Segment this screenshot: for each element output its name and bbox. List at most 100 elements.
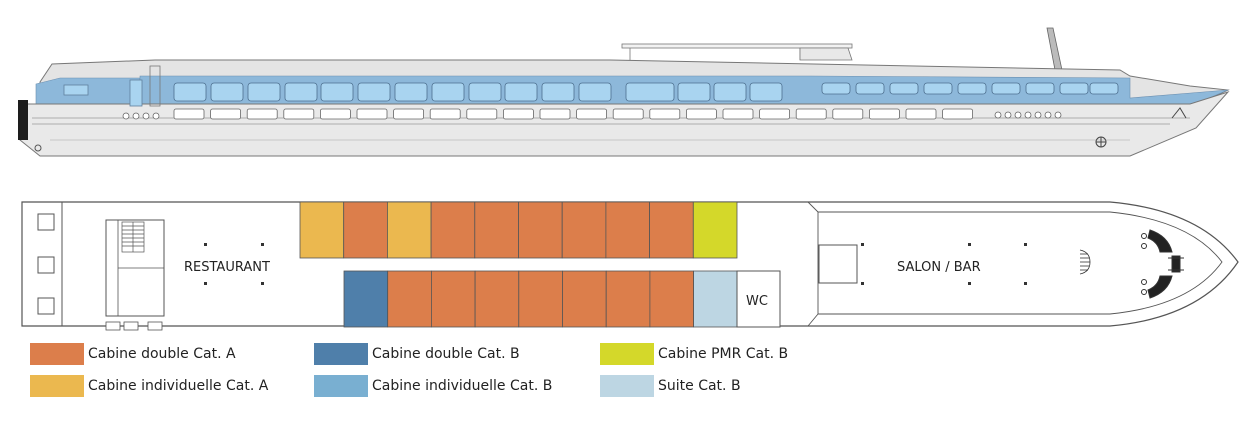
salon-window [1059,82,1089,95]
cabin-double-a [562,270,607,328]
bar-counter [818,244,858,284]
cabin-window [210,82,244,102]
stern-black [18,100,28,140]
porthole [1044,111,1052,119]
cabin-window [713,82,747,102]
cabin-window [468,82,502,102]
lower-window [429,108,461,120]
cabin-window [431,82,465,102]
cabin-window [320,82,354,102]
lower-window [722,108,754,120]
cabin-window [394,82,428,102]
legend-item-individuelle-b: Cabine individuelle Cat. B [314,375,552,397]
lower-window [393,108,425,120]
porthole [142,112,150,120]
restaurant-label: RESTAURANT [184,260,270,275]
legend-label: Cabine individuelle Cat. A [88,378,269,394]
porthole [1014,111,1022,119]
porthole [994,111,1002,119]
cabin-double-a [518,201,563,259]
porthole [152,112,160,120]
legend-swatch [314,375,368,397]
cabin-window [625,82,675,102]
salon-window [855,82,885,95]
salon-window [923,82,953,95]
legend-swatch [314,343,368,365]
cabin-double-a [649,201,694,259]
lower-window [356,108,388,120]
lower-window [869,108,900,120]
cabin-double-a [605,201,651,259]
salon-window [1089,82,1119,95]
staircase [121,221,145,253]
bow-machinery [1141,229,1184,299]
porthole [122,112,130,120]
porthole [1004,111,1012,119]
cabin-double-a [430,201,476,259]
lower-window [612,108,644,120]
cabin-individuelle-a [299,201,345,259]
porthole [1024,111,1032,119]
salon-window [957,82,987,95]
lower-window [466,108,498,120]
upper-windows [173,82,1119,102]
deck-plan: RESTAURANT WC SALON / BAR [21,201,1239,331]
legend-label: Cabine double Cat. B [372,346,520,362]
legend-label: Suite Cat. B [658,378,741,394]
wc-room [736,270,781,328]
salon-window [889,82,919,95]
lower-window [246,108,278,120]
legend-label: Cabine PMR Cat. B [658,346,789,362]
wc-label: WC [746,294,768,309]
lower-window [576,108,607,120]
cabin-window [247,82,281,102]
cabin-window [504,82,538,102]
spiral-staircase [1079,249,1091,275]
lower-window [502,108,534,120]
ship-profile [18,27,1230,157]
legend-swatch [30,375,84,397]
cabin-window [284,82,318,102]
cabin-row-top [299,201,738,259]
lower-window [649,108,681,120]
cabin-double-a [474,201,519,259]
portholes [122,111,1062,120]
cabin-suite-b [693,270,738,328]
lower-window [905,108,937,120]
lower-window [832,108,864,120]
cabin-double-a [430,270,476,328]
cabin-window [677,82,711,102]
legend-item-double-b: Cabine double Cat. B [314,343,520,365]
legend-item-individuelle-a: Cabine individuelle Cat. A [30,375,268,397]
lower-window [942,108,973,120]
legend-swatch [30,343,84,365]
cabin-window [578,82,612,102]
cabin-double-a [561,201,607,259]
legend-item-suite-b: Suite Cat. B [600,375,741,397]
lower-windows [173,108,973,120]
salon-label: SALON / BAR [897,260,981,275]
lower-window [319,108,351,120]
legend-item-pmr-b: Cabine PMR Cat. B [600,343,788,365]
lower-window [539,108,571,120]
lower-window [686,108,717,120]
lower-window [283,108,315,120]
cabin-window [357,82,391,102]
legend-label: Cabine double Cat. A [88,346,236,362]
salon-pillars [861,243,1027,285]
salon-window [1025,82,1055,95]
sun-deck-roof [621,43,853,49]
cabin-pmr-b [692,201,738,259]
cabin-row-bottom [343,270,738,328]
legend-label: Cabine individuelle Cat. B [372,378,553,394]
cabin-window [173,82,207,102]
cabin-window [749,82,783,102]
salon-window [821,82,851,95]
cabin-double-a [605,270,651,328]
lower-window [210,108,242,120]
porthole [1054,111,1062,119]
cabin-double-a [343,201,388,259]
porthole [132,112,140,120]
restaurant-pillars [204,243,264,285]
